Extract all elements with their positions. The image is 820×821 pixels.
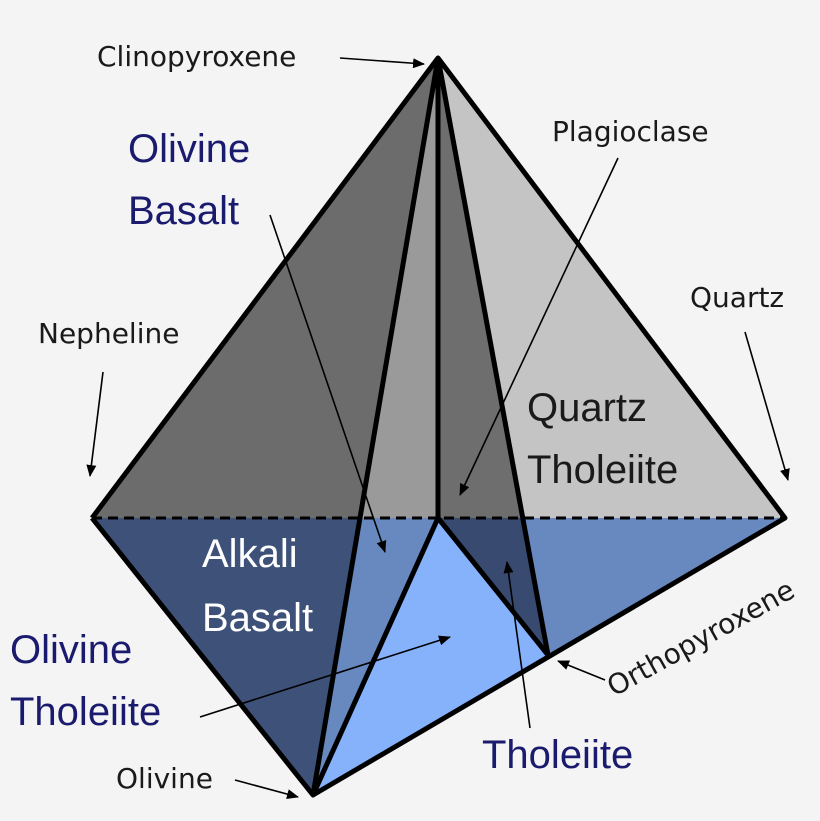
face-orthopyroxene-side bbox=[522, 518, 785, 655]
arrow-nepheline bbox=[86, 371, 104, 477]
arrow-olivine-basalt bbox=[269, 214, 387, 553]
arrow-tholeiite bbox=[503, 561, 531, 729]
label-quartz: Quartz bbox=[690, 281, 784, 314]
label-plagioclase: Plagioclase bbox=[552, 115, 709, 148]
edge-cpx-olivine bbox=[310, 57, 441, 796]
label-alkali-basalt-line1: Alkali bbox=[202, 532, 298, 576]
arrow-plagioclase bbox=[459, 157, 619, 496]
arrow-clinopyroxene bbox=[339, 57, 425, 69]
label-olivine-tholeiite-line1: Olivine bbox=[10, 628, 132, 672]
label-olivine-basalt-line2: Basalt bbox=[128, 189, 239, 233]
label-alkali-basalt-line2: Basalt bbox=[202, 596, 313, 640]
label-nepheline: Nepheline bbox=[38, 317, 179, 350]
label-olivine-tholeiite-line2: Tholeiite bbox=[10, 690, 161, 734]
arrow-olivine bbox=[234, 779, 299, 799]
edge-plagioclase-olivine bbox=[310, 516, 441, 797]
label-quartz-tholeiite-line1: Quartz bbox=[527, 386, 647, 430]
label-clinopyroxene: Clinopyroxene bbox=[97, 40, 296, 73]
label-quartz-tholeiite-line2: Tholeiite bbox=[527, 448, 678, 492]
face-alkali-basalt bbox=[92, 518, 358, 795]
edge-cpx-orthopyroxene bbox=[435, 57, 551, 656]
label-tholeiite: Tholeiite bbox=[482, 733, 633, 777]
edge-plagioclase-orthopyroxene bbox=[436, 516, 550, 657]
label-olivine-basalt-line1: Olivine bbox=[128, 127, 250, 171]
arrow-orthopyroxene bbox=[557, 660, 606, 681]
arrow-olivine-tholeiite bbox=[199, 635, 451, 718]
label-olivine: Olivine bbox=[116, 762, 213, 795]
arrow-quartz bbox=[744, 331, 790, 481]
outer-edges bbox=[90, 55, 788, 798]
face-tholeiite bbox=[313, 518, 548, 795]
